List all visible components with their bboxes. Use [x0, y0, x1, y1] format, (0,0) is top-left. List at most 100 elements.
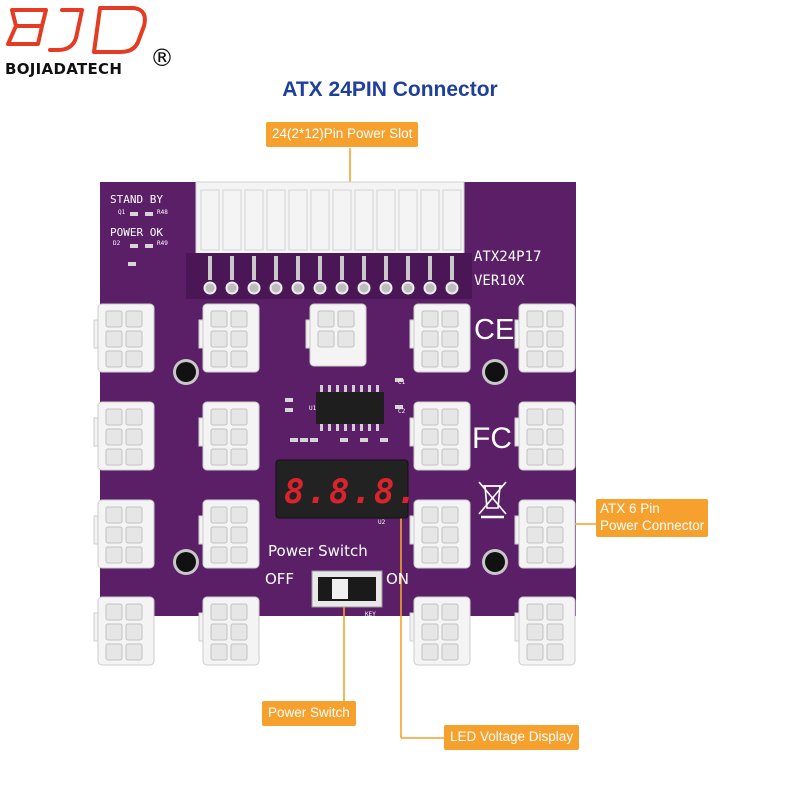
connector-pin-cell — [210, 310, 228, 328]
slot-pin — [428, 256, 432, 280]
connector-pin-cell — [337, 330, 355, 348]
connector-pin-cell — [441, 546, 459, 564]
power-switch-body[interactable] — [311, 570, 383, 608]
connector-pin-cell — [546, 310, 564, 328]
atx6pin-connector — [93, 303, 155, 373]
connector-pin-cell — [546, 350, 564, 368]
connector-pin-cell — [210, 526, 228, 544]
slot-pin-pad — [401, 281, 415, 295]
u2-label: U2 — [378, 519, 386, 526]
connector-pin-cell — [230, 603, 248, 621]
ic-leg — [376, 424, 379, 431]
q1-label: Q1 — [118, 209, 126, 216]
connector-pin-cell — [546, 526, 564, 544]
slot-pin-pad — [291, 281, 305, 295]
key-label: KEY — [365, 611, 376, 618]
slot-rib — [244, 189, 264, 251]
connector-pin-cell — [125, 350, 143, 368]
ic-leg — [336, 424, 339, 431]
atx6pin-connector — [198, 596, 260, 666]
connector-pin-cell — [526, 330, 544, 348]
connector-pin-cell — [125, 428, 143, 446]
mounting-hole — [485, 552, 505, 572]
connector-pin-cell — [230, 350, 248, 368]
connector-pin-cell — [526, 428, 544, 446]
connector-pin-cell — [421, 350, 439, 368]
connector-pin-cell — [421, 643, 439, 661]
ce-mark: CE — [474, 314, 514, 346]
ic-leg — [344, 385, 347, 392]
connector-pin-cell — [210, 330, 228, 348]
ic-leg — [368, 385, 371, 392]
smd-component — [360, 438, 368, 442]
ic-leg — [328, 385, 331, 392]
brand-logo-icon — [6, 6, 147, 54]
d2-label: D2 — [113, 240, 121, 247]
smd-component — [285, 408, 293, 412]
slot-pin-pad — [313, 281, 327, 295]
slot-pin — [340, 256, 344, 280]
smd-component — [290, 438, 298, 442]
registered-mark: ® — [150, 44, 174, 72]
ic-legs — [320, 385, 379, 431]
connector-pin-cell — [105, 330, 123, 348]
slot-rib — [310, 189, 330, 251]
connector-pin-cell — [526, 623, 544, 641]
slot-rib — [266, 189, 286, 251]
connector-pin-cell — [546, 408, 564, 426]
connector-pin-cell — [230, 546, 248, 564]
connector-pin-cell — [526, 310, 544, 328]
connector-pin-cell — [421, 506, 439, 524]
connector-pin-cell — [105, 603, 123, 621]
slot-pin — [384, 256, 388, 280]
connector-pin-cell — [210, 643, 228, 661]
smd-component — [380, 438, 388, 442]
connector-pin-cell — [125, 310, 143, 328]
callout-led-display: LED Voltage Display — [444, 725, 580, 750]
connector-pin-cell — [230, 526, 248, 544]
slot-pin-pad — [379, 281, 393, 295]
connector-pin-cell — [526, 603, 544, 621]
r49-label: R49 — [157, 240, 168, 247]
smd-components — [128, 212, 403, 442]
ic-leg — [352, 385, 355, 392]
ic-leg — [360, 385, 363, 392]
connector-pin-cell — [421, 408, 439, 426]
connector-pin-cell — [546, 546, 564, 564]
r48-label: R48 — [157, 209, 168, 216]
connector-pin-cell — [230, 408, 248, 426]
model-label: ATX24P17 — [474, 249, 541, 265]
slot-pin — [406, 256, 410, 280]
connector-pin-cell — [125, 506, 143, 524]
mounting-hole — [176, 362, 196, 382]
fcc-mark: FC — [472, 422, 512, 455]
callout-power-slot: 24(2*12)Pin Power Slot — [266, 122, 419, 147]
slot-pin — [362, 256, 366, 280]
slot-rib — [200, 189, 220, 251]
atx6pin-connector — [93, 596, 155, 666]
led-voltage-display — [275, 459, 409, 519]
atx6pin-connector — [409, 401, 471, 471]
connector-pin-cell — [125, 526, 143, 544]
slot-pin — [230, 256, 234, 280]
ic-leg — [376, 385, 379, 392]
atx6pin-connector — [198, 303, 260, 373]
slot-pin-pad — [335, 281, 349, 295]
connector-pin-cell — [230, 506, 248, 524]
connector-pin-cell — [230, 448, 248, 466]
slot-rib — [288, 189, 308, 251]
connector-pin-cell — [441, 350, 459, 368]
connector-pin-cell — [125, 330, 143, 348]
switch-slider[interactable] — [332, 579, 348, 599]
slot-pin-pad — [357, 281, 371, 295]
connector-pin-cell — [421, 623, 439, 641]
silkscreen: STAND BY Q1 R48 POWER OK D2 R49 ATX24P17… — [110, 193, 541, 618]
atx6pin-connectors — [93, 303, 576, 666]
connector-pin-cell — [210, 546, 228, 564]
connector-pin-cell — [230, 310, 248, 328]
ic-leg — [320, 385, 323, 392]
connector-pin-cell — [421, 526, 439, 544]
connector-pin-cell — [546, 623, 564, 641]
connector-pin-cell — [105, 448, 123, 466]
connector-pin-cell — [441, 623, 459, 641]
